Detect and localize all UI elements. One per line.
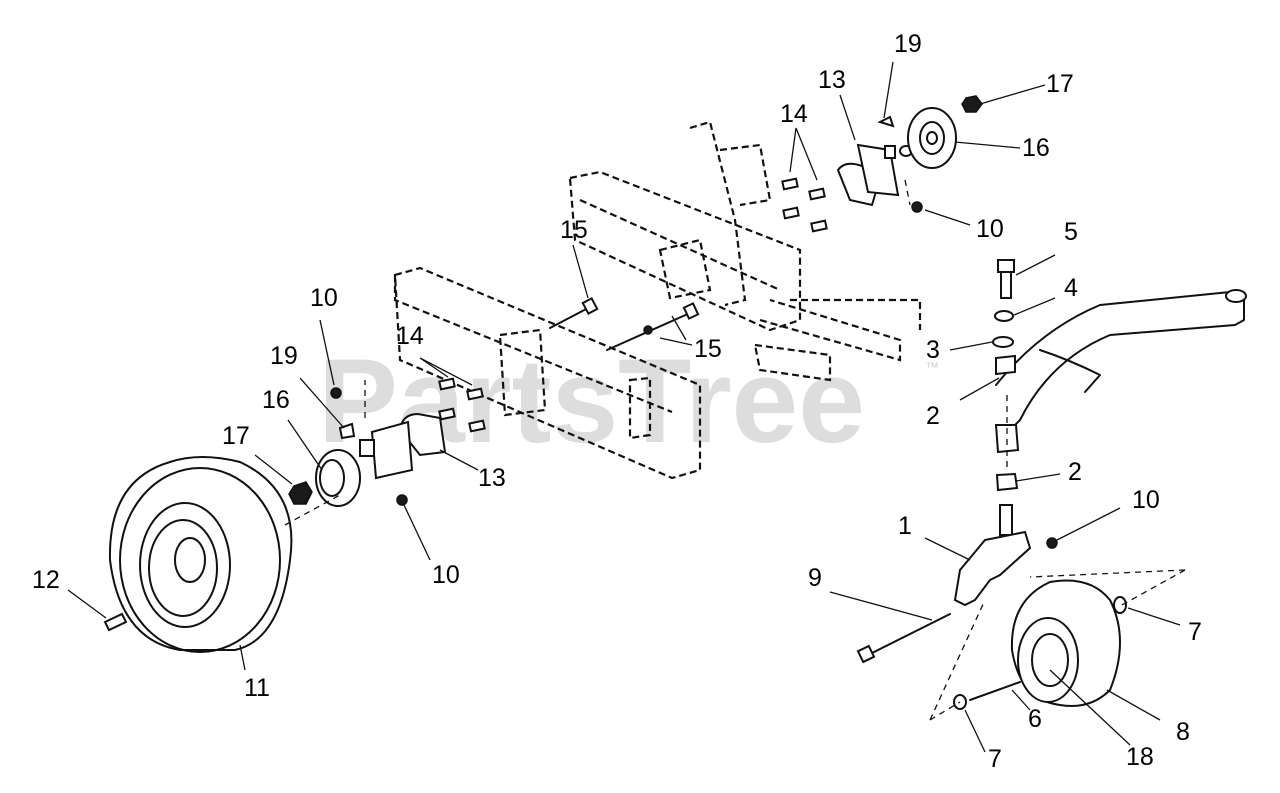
caster-tube <box>994 289 1247 454</box>
callout-18: 18 <box>1126 743 1154 771</box>
bolt-10-front <box>1046 537 1058 549</box>
axle-6 <box>969 681 1021 701</box>
callout-6: 6 <box>1028 705 1042 733</box>
callout-4: 4 <box>1064 274 1078 302</box>
callout-19-left: 19 <box>270 342 298 370</box>
washer-7-upper <box>1113 596 1127 614</box>
bolt-15-upper <box>549 306 591 329</box>
key-right <box>877 115 895 128</box>
callout-13-right: 13 <box>818 66 846 94</box>
callout-3: 3 <box>926 336 940 364</box>
callout-12: 12 <box>32 566 60 594</box>
callout-2-lower: 2 <box>1068 458 1082 486</box>
bolt-5 <box>997 259 1015 299</box>
callout-14-left: 14 <box>396 322 424 350</box>
callout-10-upper-left: 10 <box>310 284 338 312</box>
callout-16-left: 16 <box>262 386 290 414</box>
hub-left <box>315 449 361 507</box>
callout-5: 5 <box>1064 218 1078 246</box>
washer-4 <box>994 310 1014 322</box>
rear-tire <box>108 456 293 653</box>
pins-right <box>781 177 828 233</box>
caster-wheel <box>1010 579 1121 707</box>
callout-15-lower: 15 <box>694 335 722 363</box>
callout-14-right: 14 <box>780 100 808 128</box>
bolt-10-right <box>911 201 923 213</box>
bolt-10-upper-left <box>330 387 342 399</box>
callout-17-right: 17 <box>1046 70 1074 98</box>
callout-labels: 19 17 13 14 16 10 15 5 4 10 14 15 3 19 1… <box>32 30 1202 773</box>
pulley-right <box>907 107 957 169</box>
spindle-housing-left <box>359 412 447 480</box>
pins-left <box>438 377 486 433</box>
nut-right <box>961 95 983 113</box>
callout-15-upper: 15 <box>560 216 588 244</box>
callout-1: 1 <box>898 512 912 540</box>
callout-10-front: 10 <box>1132 486 1160 514</box>
bolt-10-lower-left <box>396 494 408 506</box>
callout-17-left: 17 <box>222 422 250 450</box>
callout-9: 9 <box>808 564 822 592</box>
bushing-upper <box>995 354 1016 376</box>
leader-lines <box>67 61 1181 753</box>
washer-3 <box>992 336 1014 348</box>
nut-left <box>288 481 313 505</box>
callout-8: 8 <box>1176 718 1190 746</box>
callout-13-left: 13 <box>478 464 506 492</box>
bolt-12 <box>103 612 128 632</box>
watermark-trademark: ™ <box>925 359 939 375</box>
mower-frame <box>393 120 922 480</box>
caster-fork <box>953 504 1032 607</box>
callout-10-lower-left: 10 <box>432 561 460 589</box>
callout-11: 11 <box>244 674 270 702</box>
callout-10-right: 10 <box>976 215 1004 243</box>
callout-7-lower: 7 <box>988 745 1002 773</box>
spindle-housing-right <box>836 143 913 207</box>
bolt-9 <box>856 613 951 664</box>
callout-2-upper: 2 <box>926 402 940 430</box>
callout-16-right: 16 <box>1022 134 1050 162</box>
callout-7-right: 7 <box>1188 618 1202 646</box>
callout-19-top: 19 <box>894 30 922 58</box>
bushing-lower <box>995 472 1019 492</box>
alignment-lines <box>284 179 1186 721</box>
